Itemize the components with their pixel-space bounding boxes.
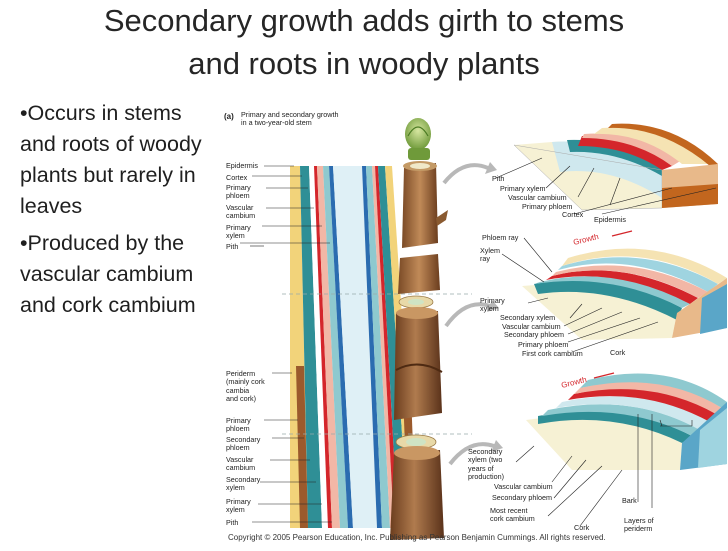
panel-heading: (a): [224, 112, 234, 121]
panel-label: (a): [224, 112, 234, 121]
arrow-mid: [444, 302, 491, 328]
stripe-cortex: [300, 166, 322, 528]
label-most-recent-cork-cambium: Most recent cork cambium: [490, 506, 535, 524]
stripe-gap-1: [309, 166, 328, 528]
label-vascular-cambium-2: Vascular cambium: [226, 455, 256, 473]
label-top-cortex: Cortex: [562, 210, 584, 219]
label-top-primary-xylem: Primary xylem: [500, 184, 546, 193]
label-mid-primary-xylem: Primary xylem: [480, 296, 505, 314]
label-top-vascular-cambium: Vascular cambium: [508, 193, 567, 202]
arrow-bottom: [448, 442, 495, 466]
label-mid-secondary-phloem: Secondary phloem: [504, 330, 564, 339]
label-phloem-ray: Phloem ray: [482, 233, 519, 242]
label-secondary-xylem: Secondary xylem: [226, 475, 261, 493]
stem-growth-figure: (a): [222, 108, 728, 546]
bullet-produced: •Produced by the vascular cambium and co…: [20, 231, 196, 317]
label-epidermis: Epidermis: [226, 161, 258, 170]
label-top-epidermis: Epidermis: [594, 215, 626, 224]
stripe-phloem-2: [372, 166, 394, 528]
stripe-xylem-1: [323, 166, 348, 528]
panel-caption: Primary and secondary growth in a two-ye…: [241, 110, 339, 128]
label-bottom-secondary-phloem: Secondary phloem: [492, 493, 552, 502]
stem-illustration: [390, 118, 448, 540]
label-mid-cork: Cork: [610, 348, 626, 357]
label-primary-phloem: Primary phloem: [226, 183, 251, 201]
title-line-1: Secondary growth adds girth to stems: [103, 3, 625, 38]
leader-lines: [240, 157, 717, 527]
copyright-notice: Copyright © 2005 Pearson Education, Inc.…: [228, 533, 606, 542]
label-top-pith: Pith: [492, 174, 505, 183]
connector-arrows: [442, 163, 495, 466]
twig-lower: [398, 254, 440, 294]
label-bottom-vascular-cambium: Vascular cambium: [494, 482, 553, 491]
label-primary-xylem-2: Primary xylem: [226, 497, 251, 515]
label-top-primary-phloem: Primary phloem: [522, 202, 573, 211]
terminal-bud: [405, 118, 431, 150]
label-bark: Bark: [622, 496, 637, 505]
stripe-pith: [333, 166, 377, 528]
stripe-xylem-2: [329, 166, 353, 528]
slide-title: Secondary growth adds girth to stems and…: [0, 2, 728, 83]
title-line-2: and roots in woody plants: [188, 46, 540, 81]
label-mid-secondary-xylem: Secondary xylem: [500, 313, 556, 322]
bullet-list: •Occurs in stems and roots of woody plan…: [20, 98, 220, 327]
wedge-secondary-2: Growth: [526, 372, 727, 508]
arrow-top: [442, 163, 489, 185]
label-primary-phloem-2: Primary phloem: [226, 416, 251, 434]
stripe-phloem-1: [317, 166, 340, 528]
label-vascular-cambium: Vascular cambium: [226, 203, 256, 221]
label-cortex: Cortex: [226, 173, 248, 182]
growth-label-mid: Growth: [572, 232, 599, 247]
wedge-secondary-1: Growth: [522, 230, 727, 340]
stripe-xylem-4: [366, 166, 390, 528]
wedge-bottom-pith: [526, 416, 682, 470]
label-xylem-ray: Xylem ray: [480, 246, 500, 264]
bud-scales: [408, 148, 430, 160]
label-layers-of-periderm: Layers of periderm: [624, 516, 654, 534]
label-periderm: Periderm (mainly cork cambia and cork): [226, 369, 265, 403]
wedge-primary: [513, 123, 718, 211]
label-first-cork-cambium: First cork cambium: [522, 349, 583, 358]
stripe-xylem-3: [362, 166, 382, 528]
twig-segment: [402, 163, 438, 248]
stripe-periderm: [296, 366, 308, 528]
label-bottom-secondary-xylem: Secondary xylem (two years of production…: [468, 447, 504, 481]
stripe-cambium-1: [314, 166, 332, 528]
label-mid-vascular-cambium: Vascular cambium: [502, 322, 561, 331]
label-primary-xylem: Primary xylem: [226, 223, 251, 241]
label-pith: Pith: [226, 242, 239, 251]
stem-segment-2: [394, 311, 442, 420]
stripe-cambium-2: [375, 166, 398, 528]
figure-graphic: (a): [224, 112, 727, 540]
stem-segment-3: [390, 450, 444, 540]
label-bottom-cork: Cork: [574, 523, 590, 532]
label-mid-primary-phloem: Primary phloem: [518, 340, 569, 349]
bullet-occurs: •Occurs in stems and roots of woody plan…: [20, 101, 202, 218]
label-secondary-phloem: Secondary phloem: [226, 435, 261, 453]
lateral-bud: [436, 210, 448, 226]
label-pith-2: Pith: [226, 518, 239, 527]
